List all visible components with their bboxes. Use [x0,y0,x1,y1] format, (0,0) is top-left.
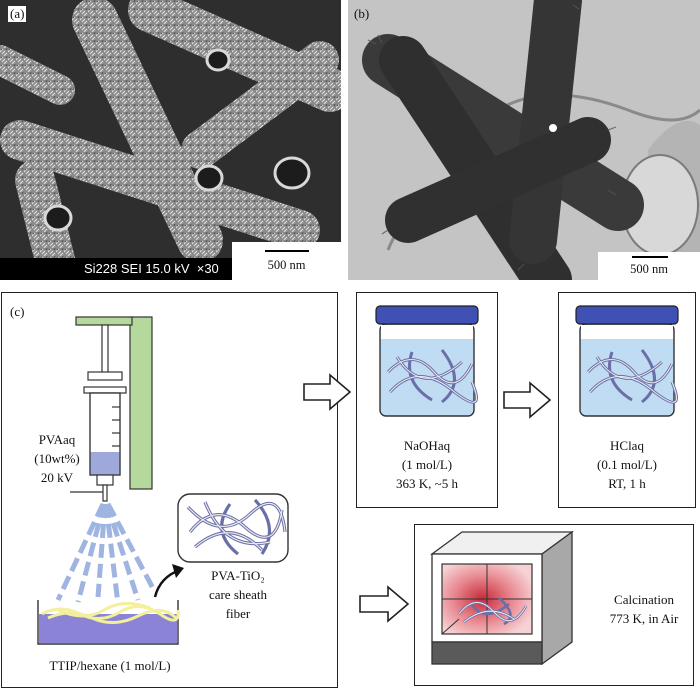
fiber-label: PVA-TiO₂ care sheath fiber [183,566,293,623]
tem-image-panel: (b) 500 nm [348,0,700,280]
syringe-stand [129,316,153,490]
scale-label-b: 500 nm [630,262,668,276]
pva-solution [90,452,120,475]
plunger-head [87,371,123,381]
panel-a-label: (a) [8,6,27,22]
calcination-line2: 773 K, in Air [609,611,679,626]
sem-info-bar: Si228 SEI 15.0 kV ×30 [84,261,219,276]
fiber-label-line2: care sheath [208,587,268,602]
bath-fibers [41,602,180,624]
sem-texture [0,0,341,280]
electrospinning-diagram [37,316,289,645]
hcl-line2: (0.1 mol/L) [597,457,657,472]
pva-line1: PVAaq [38,432,76,447]
naoh-caption: NaOHaq (1 mol/L) 363 K, ~5 h [356,436,498,493]
arrow-to-naoh [303,373,352,411]
scale-box-a: 500 nm [232,242,341,280]
calcination-caption: Calcination 773 K, in Air [594,590,694,628]
furnace-side [541,530,573,666]
spray-jets [55,502,158,605]
hcl-lid [575,305,679,325]
naoh-lid [375,305,479,325]
barrel-flange [83,386,127,394]
hcl-jar [575,305,679,417]
sem-image-panel: (a) Si228 SEI 15.0 kV ×30 500 nm [0,0,341,280]
panel-c-label: (c) [10,304,25,319]
syringe-arm [75,316,133,326]
voltage-label: 20 kV [40,470,74,485]
tem-texture [348,0,700,280]
scale-box-b: 500 nm [598,252,700,280]
naoh-line2: (1 mol/L) [401,457,453,472]
needle [102,484,108,502]
pva-label: PVAaq (10wt%) 20 kV [22,430,92,487]
pva-line2: (10wt%) [34,451,80,466]
scale-bar-b [632,256,668,258]
syringe-tip [96,474,114,486]
arrow-to-furnace [359,585,410,623]
plunger-rod [101,324,109,378]
scale-label-a: 500 nm [267,258,306,272]
panel-b-label: (b) [354,6,370,21]
hcl-line3: RT, 1 h [608,476,646,491]
naoh-line3: 363 K, ~5 h [396,476,458,491]
ttip-bath [39,614,177,643]
naoh-jar [375,305,479,417]
furnace-diagram [430,530,574,666]
fiber-label-line3: fiber [225,606,251,621]
scale-bar-a [265,250,309,252]
hcl-caption: HClaq (0.1 mol/L) RT, 1 h [558,436,696,493]
fiber-label-line1: PVA-TiO₂ [211,568,265,583]
naoh-line1: NaOHaq [403,438,451,453]
calcination-line1: Calcination [614,592,674,607]
furnace-base [431,641,543,665]
hcl-line1: HClaq [610,438,644,453]
arrow-to-hcl [503,381,552,419]
bath-label: TTIP/hexane (1 mol/L) [49,658,171,673]
